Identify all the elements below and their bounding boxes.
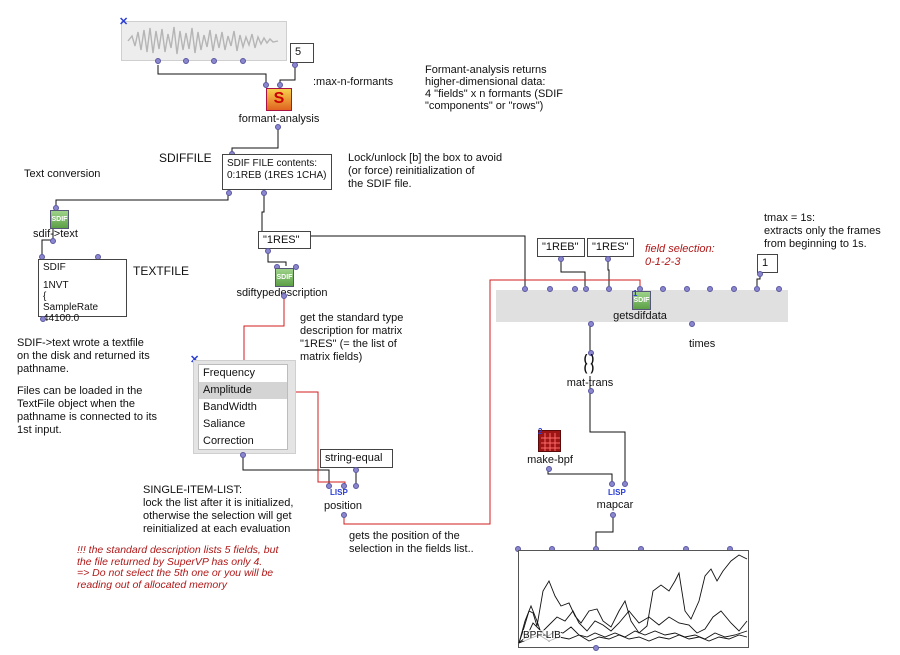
list-item[interactable]: Saliance — [203, 418, 246, 430]
bpf-lib-label: BPF-LIB — [523, 630, 561, 641]
list-item[interactable]: BandWidth — [203, 401, 257, 413]
inlet[interactable] — [776, 286, 782, 292]
inlet[interactable] — [583, 286, 589, 292]
outlet[interactable] — [275, 124, 281, 130]
position-note: gets the position of the selection in th… — [349, 530, 474, 555]
inlet[interactable] — [731, 286, 737, 292]
inlet[interactable] — [684, 286, 690, 292]
inlet[interactable] — [547, 286, 553, 292]
sdif-icon[interactable]: SDIF — [275, 268, 294, 287]
waveform — [127, 26, 279, 55]
outlet[interactable] — [281, 293, 287, 299]
sdif-to-text-label: sdif->text — [33, 228, 78, 240]
textfile-title: TEXTFILE — [133, 264, 190, 278]
outlet[interactable] — [757, 271, 763, 277]
inlet[interactable] — [572, 286, 578, 292]
tmax-note: tmax = 1s: extracts only the frames from… — [764, 212, 881, 250]
outlet[interactable] — [588, 388, 594, 394]
inlet[interactable] — [353, 483, 359, 489]
make-bpf-label: make-bpf — [527, 454, 573, 466]
supervp-icon[interactable]: S — [266, 88, 292, 111]
lock-badge: 1 — [633, 289, 638, 298]
list-item[interactable]: Frequency — [203, 367, 255, 379]
outlet[interactable] — [593, 645, 599, 651]
grid-icon — [541, 433, 560, 451]
outlet[interactable] — [155, 58, 161, 64]
outlet[interactable] — [226, 190, 232, 196]
inlet[interactable] — [277, 82, 283, 88]
tmax-value[interactable]: 1 — [757, 254, 778, 273]
max-formants-value[interactable]: 5 — [290, 43, 314, 63]
warning-note: !!! the standard description lists 5 fie… — [77, 544, 279, 591]
bpf-lib-box[interactable]: BPF-LIB — [518, 550, 749, 648]
inlet[interactable] — [606, 286, 612, 292]
matrix-type-value[interactable]: "1RES" — [258, 231, 311, 249]
outlet[interactable] — [292, 62, 298, 68]
sdif-icon[interactable]: SDIF — [50, 210, 69, 229]
position-label: position — [324, 500, 362, 512]
single-item-note: SINGLE-ITEM-LIST: lock the list after it… — [143, 484, 294, 535]
close-icon[interactable]: ✕ — [119, 16, 129, 28]
string-equal-box[interactable]: string-equal — [320, 449, 393, 468]
inlet[interactable] — [341, 483, 347, 489]
sdif-icon[interactable]: SDIF — [632, 291, 651, 310]
outlet[interactable] — [265, 248, 271, 254]
inlet[interactable] — [293, 264, 299, 270]
sdif-file-box[interactable]: SDIF FILE contents: 0:1REB (1RES 1CHA) — [222, 154, 332, 190]
text-conversion-label: Text conversion — [24, 168, 101, 180]
mapcar-label: mapcar — [596, 499, 634, 511]
lock-note: Lock/unlock [b] the box to avoid (or for… — [348, 152, 503, 190]
outlet[interactable] — [353, 467, 359, 473]
outlet[interactable] — [689, 321, 695, 327]
outlet[interactable] — [183, 58, 189, 64]
formant-note: Formant-analysis returns higher-dimensio… — [425, 64, 564, 112]
sdif-text-note: SDIF->text wrote a textfile on the disk … — [17, 337, 158, 436]
list-item[interactable]: Amplitude — [199, 382, 287, 399]
outlet[interactable] — [558, 256, 564, 262]
make-bpf-icon[interactable] — [538, 430, 561, 452]
lock-badge: 2 — [538, 427, 543, 436]
getsdifdata-label: getsdifdata — [613, 310, 667, 322]
textfile-box[interactable]: SDIF 1NVT { SampleRate 44100.0 — [38, 259, 127, 324]
std-type-note: get the standard type description for ma… — [300, 312, 404, 363]
inlet[interactable] — [707, 286, 713, 292]
outlet[interactable] — [240, 452, 246, 458]
sound-box[interactable] — [121, 21, 287, 61]
mat-trans-icon[interactable]: ( )( ) — [583, 353, 595, 374]
outlet[interactable] — [605, 256, 611, 262]
outlet[interactable] — [588, 321, 594, 327]
lisp-icon[interactable]: LISP — [330, 488, 348, 497]
inlet[interactable] — [588, 350, 594, 356]
fields-list-panel: Frequency Amplitude BandWidth Saliance C… — [193, 360, 296, 454]
inlet[interactable] — [754, 286, 760, 292]
inlet[interactable] — [660, 286, 666, 292]
outlet[interactable] — [546, 466, 552, 472]
outlet[interactable] — [240, 58, 246, 64]
inlet[interactable] — [522, 286, 528, 292]
outlet[interactable] — [610, 512, 616, 518]
sdiffile-title: SDIFFILE — [159, 151, 212, 165]
outlet[interactable] — [50, 238, 56, 244]
max-formants-label: :max-n-formants — [313, 76, 394, 88]
field-selection-note: field selection: 0-1-2-3 — [645, 243, 715, 268]
fields-list[interactable]: Frequency Amplitude BandWidth Saliance C… — [198, 364, 288, 450]
mat-trans-label: mat-trans — [566, 377, 614, 389]
inlet[interactable] — [326, 483, 332, 489]
frame-type-value[interactable]: "1REB" — [537, 238, 585, 257]
outlet[interactable] — [211, 58, 217, 64]
outlet[interactable] — [40, 316, 46, 322]
times-label: times — [689, 338, 716, 350]
list-item[interactable]: Correction — [203, 435, 254, 447]
inlet[interactable] — [622, 481, 628, 487]
matrix-type-value-b[interactable]: "1RES" — [587, 238, 634, 257]
inlet[interactable] — [263, 82, 269, 88]
outlet[interactable] — [261, 190, 267, 196]
outlet[interactable] — [341, 512, 347, 518]
formant-analysis-label: formant-analysis — [238, 113, 320, 125]
lisp-icon[interactable]: LISP — [608, 488, 626, 497]
inlet[interactable] — [609, 481, 615, 487]
